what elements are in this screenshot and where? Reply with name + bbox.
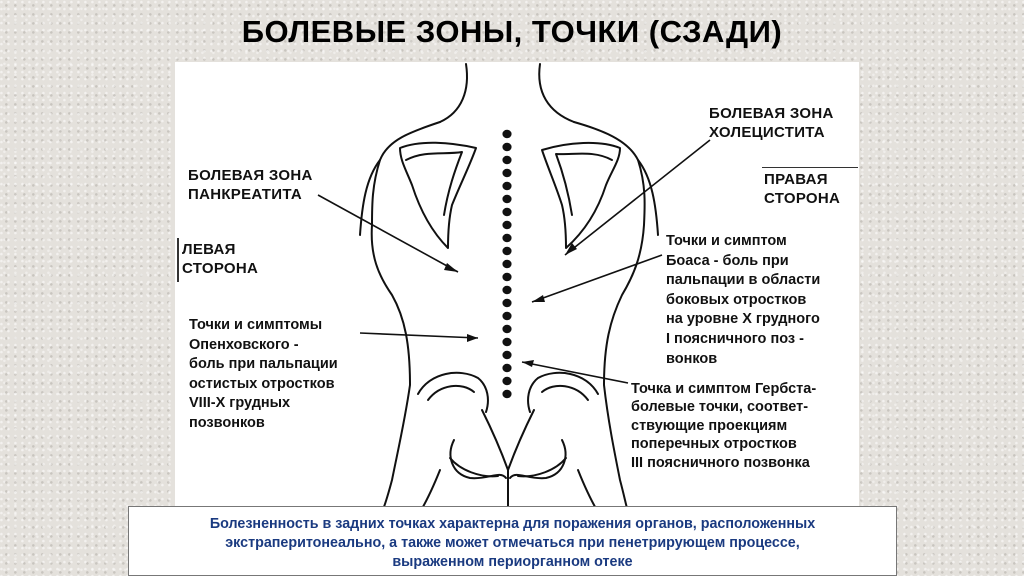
label-line: болевые точки, соответ- [631, 399, 809, 416]
spinous-process-dot [502, 194, 512, 204]
iliac-right-inner [541, 384, 589, 401]
label-gerbst: Точка и симптом Гербста- болевые точки, … [631, 380, 816, 472]
torso-left-outline [370, 121, 441, 513]
openhovsky-arrowhead [467, 334, 478, 342]
boas-pointer [531, 254, 663, 303]
spine-dots [502, 129, 512, 399]
spinous-process-dot [502, 207, 512, 217]
buttock-right [509, 439, 567, 480]
arm-left [359, 159, 381, 236]
right-side-marker [762, 167, 858, 168]
scapula-right-inner [555, 152, 613, 216]
spinous-process-dot [502, 324, 512, 334]
arm-right [637, 159, 659, 236]
spinous-process-dot [502, 363, 512, 373]
buttock-left [449, 439, 507, 480]
spinous-process-dot [502, 181, 512, 191]
label-line: ПРАВАЯ [764, 171, 828, 188]
spinous-process-dot [502, 376, 512, 386]
gerbst-pointer [521, 361, 629, 384]
label-boas: Точки и симптом Боаса - боль при пальпац… [666, 232, 820, 369]
cholecystitis-pointer [564, 139, 711, 256]
label-line: VIII-X грудных [189, 395, 291, 411]
spinous-process-dot [502, 285, 512, 295]
slide-title: БОЛЕВЫЕ ЗОНЫ, ТОЧКИ (СЗАДИ) [241, 14, 783, 49]
diagram-panel [175, 62, 859, 514]
pancreatitis-arrowhead [444, 263, 458, 272]
label-line: на уровне X грудного [666, 311, 820, 328]
label-line: боль при пальпации [189, 356, 338, 372]
label-line: СТОРОНА [764, 190, 841, 207]
scapula-right [541, 141, 621, 249]
pointer-heads [444, 243, 577, 367]
label-pancreatitis: БОЛЕВАЯ ЗОНА ПАНКРЕАТИТА [188, 166, 313, 204]
iliac-left-inner [427, 384, 475, 401]
neck-right-outline [538, 63, 575, 123]
label-left-side: ЛЕВАЯ СТОРОНА [182, 240, 258, 278]
label-cholecystitis: БОЛЕВАЯ ЗОНА ХОЛЕЦИСТИТА [709, 104, 834, 142]
spinous-process-dot [502, 311, 512, 321]
label-line: ХОЛЕЦИСТИТА [709, 124, 825, 141]
pancreatitis-pointer [317, 194, 459, 273]
scapula-left-inner [405, 151, 463, 216]
spinous-process-dot [502, 389, 512, 399]
label-right-side: ПРАВАЯ СТОРОНА [764, 170, 840, 208]
footer-line: экстраперитонеально, а также может отмеч… [225, 535, 800, 551]
label-line: Точки и симптомы [189, 317, 323, 333]
spinous-process-dot [502, 155, 512, 165]
spinous-process-dot [502, 272, 512, 282]
label-openhovsky: Точки и симптомы Опенховского - боль при… [189, 316, 338, 433]
spinous-process-dot [502, 259, 512, 269]
iliac-right [527, 371, 599, 413]
spinous-process-dot [502, 129, 512, 139]
iliac-left [417, 371, 489, 413]
sacrum [481, 409, 535, 471]
spinous-process-dot [502, 337, 512, 347]
spinous-process-dot [502, 350, 512, 360]
neck-left-outline [439, 63, 468, 123]
label-line: III поясничного позвонка [631, 454, 810, 471]
label-line: позвонков [189, 414, 265, 431]
label-line: Опенховского - [189, 336, 299, 353]
gerbst-arrowhead [522, 360, 534, 367]
left-side-marker [177, 238, 179, 282]
label-line: боковых отростков [666, 291, 807, 308]
label-line: вонков [666, 350, 718, 367]
footer-line: Болезненность в задних точках характерна… [209, 516, 816, 532]
label-line: Боаса - боль при [666, 252, 789, 269]
label-line: ЛЕВАЯ [182, 241, 236, 258]
spinous-process-dot [502, 142, 512, 152]
footer-note: Болезненность в задних точках характерна… [128, 506, 897, 576]
scapula-left [399, 141, 477, 249]
label-line: поперечных отростков [631, 436, 797, 453]
buttock-left-fold [449, 457, 499, 478]
label-line: I поясничного поз - [666, 330, 804, 347]
cholecystitis-arrowhead [565, 243, 577, 255]
pointer-lines [317, 139, 711, 384]
label-line: БОЛЕВАЯ ЗОНА [709, 105, 834, 122]
label-line: ПАНКРЕАТИТА [188, 186, 302, 203]
label-line: ствующие проекциям [631, 417, 788, 434]
boas-arrowhead [532, 295, 545, 302]
label-line: Точка и симптом Гербста- [631, 381, 817, 397]
label-line: пальпации в области [666, 272, 821, 289]
spinous-process-dot [502, 246, 512, 256]
label-line: Точки и симптом [666, 233, 787, 249]
spinous-process-dot [502, 168, 512, 178]
label-line: остистых отростков [189, 375, 335, 392]
openhovsky-pointer [359, 332, 479, 339]
spinous-process-dot [502, 298, 512, 308]
spinous-process-dot [502, 220, 512, 230]
spinous-process-dot [502, 233, 512, 243]
buttock-right-fold [517, 457, 567, 478]
label-line: БОЛЕВАЯ ЗОНА [188, 167, 313, 184]
footer-line: выраженном периорганном отеке [392, 554, 633, 570]
label-line: СТОРОНА [182, 260, 259, 277]
